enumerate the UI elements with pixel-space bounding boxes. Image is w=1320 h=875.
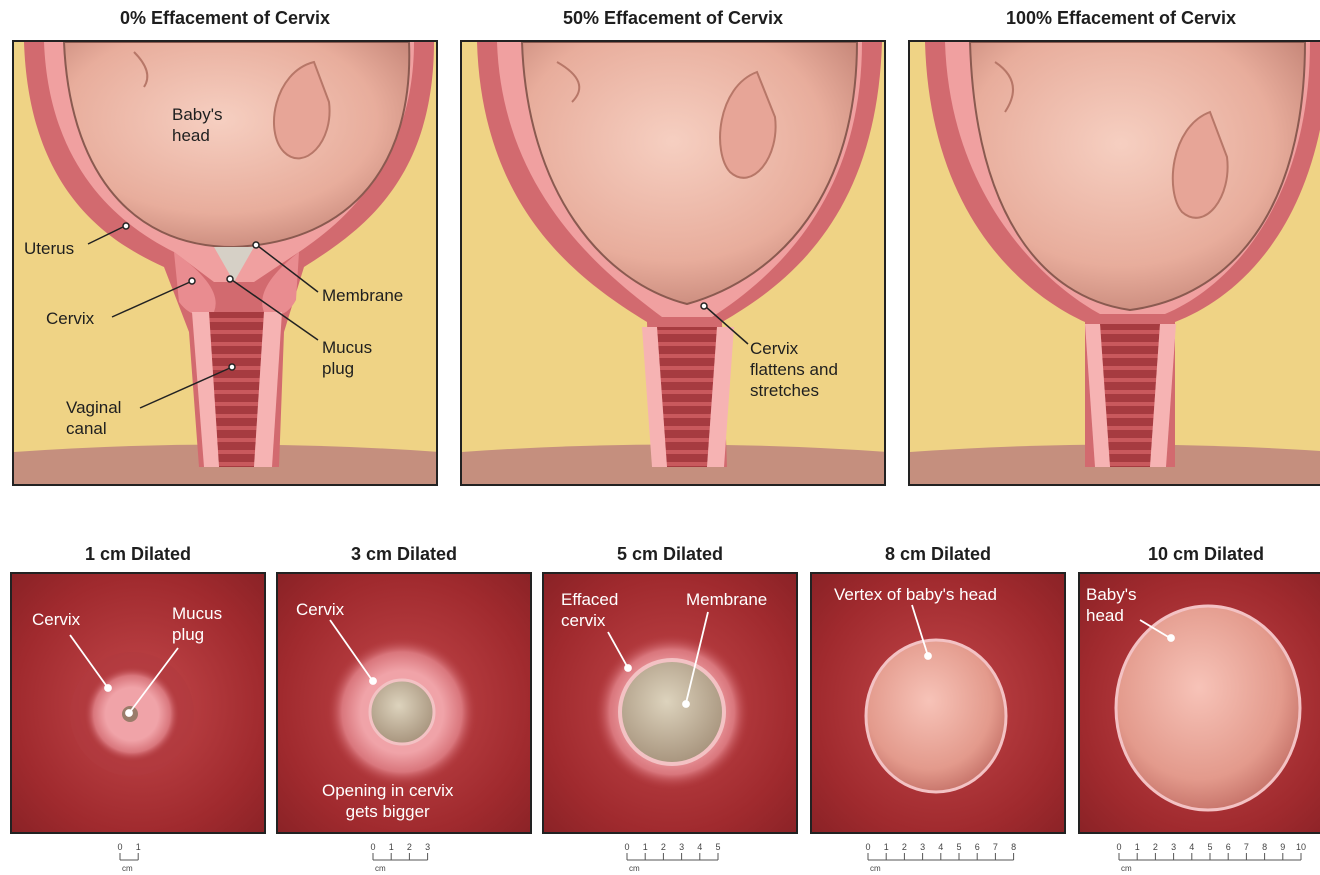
label-3cm-opening: Opening in cervix gets bigger — [322, 780, 453, 822]
scale-tick-label: 2 — [902, 842, 907, 852]
scale-tick-label: 0 — [117, 842, 122, 852]
scale-unit-label: cm — [375, 864, 386, 873]
scale-tick-label: 8 — [1262, 842, 1267, 852]
scale-tick-label: 1 — [884, 842, 889, 852]
scale-tick-label: 0 — [1116, 842, 1121, 852]
scale-tick-label: 3 — [679, 842, 684, 852]
scale-tick-label: 9 — [1280, 842, 1285, 852]
scale-tick-label: 0 — [624, 842, 629, 852]
scale-tick-label: 6 — [1226, 842, 1231, 852]
scale-tick-label: 10 — [1296, 842, 1306, 852]
scale-tick-label: 1 — [136, 842, 141, 852]
scale-tick-label: 1 — [643, 842, 648, 852]
label-1cm-mucus-plug: Mucus plug — [172, 603, 222, 645]
scale-unit-label: cm — [870, 864, 881, 873]
scale-tick-label: 3 — [920, 842, 925, 852]
scale-tick-label: 5 — [956, 842, 961, 852]
scale-bar-3cm: 0 1 2 3 cm — [371, 840, 446, 874]
scale-unit-label: cm — [629, 864, 640, 873]
label-8cm-vertex: Vertex of baby's head — [834, 584, 997, 605]
scale-tick-label: 0 — [370, 842, 375, 852]
scale-unit-label: cm — [1121, 864, 1132, 873]
scale-tick-label: 2 — [661, 842, 666, 852]
scale-tick-label: 7 — [993, 842, 998, 852]
label-5cm-membrane: Membrane — [686, 589, 767, 610]
scale-tick-label: 2 — [407, 842, 412, 852]
scale-tick-label: 3 — [425, 842, 430, 852]
label-1cm-cervix: Cervix — [32, 609, 80, 630]
scale-tick-label: 4 — [938, 842, 943, 852]
scale-tick-label: 4 — [1189, 842, 1194, 852]
scale-tick-label: 5 — [715, 842, 720, 852]
scale-tick-label: 2 — [1153, 842, 1158, 852]
scale-bar-5cm: 0 1 2 3 4 5 cm — [625, 840, 736, 874]
scale-unit-label: cm — [122, 864, 133, 873]
scale-tick-label: 1 — [1135, 842, 1140, 852]
scale-tick-label: 5 — [1207, 842, 1212, 852]
scale-tick-label: 0 — [865, 842, 870, 852]
scale-tick-label: 1 — [389, 842, 394, 852]
scale-tick-label: 3 — [1171, 842, 1176, 852]
label-5cm-effaced-cervix: Effaced cervix — [561, 589, 618, 631]
scale-tick-label: 8 — [1011, 842, 1016, 852]
label-3cm-cervix: Cervix — [296, 599, 344, 620]
label-10cm-babys-head: Baby's head — [1086, 584, 1137, 626]
scale-tick-label: 4 — [697, 842, 702, 852]
scale-bar-1cm: 0 1 cm — [118, 840, 156, 874]
scale-bar-10cm: 0 1 2 3 4 5 6 7 8 9 10 cm — [1117, 840, 1319, 874]
scale-tick-label: 6 — [975, 842, 980, 852]
scale-tick-label: 7 — [1244, 842, 1249, 852]
scale-bar-8cm: 0 1 2 3 4 5 6 7 8 cm — [866, 840, 1032, 874]
